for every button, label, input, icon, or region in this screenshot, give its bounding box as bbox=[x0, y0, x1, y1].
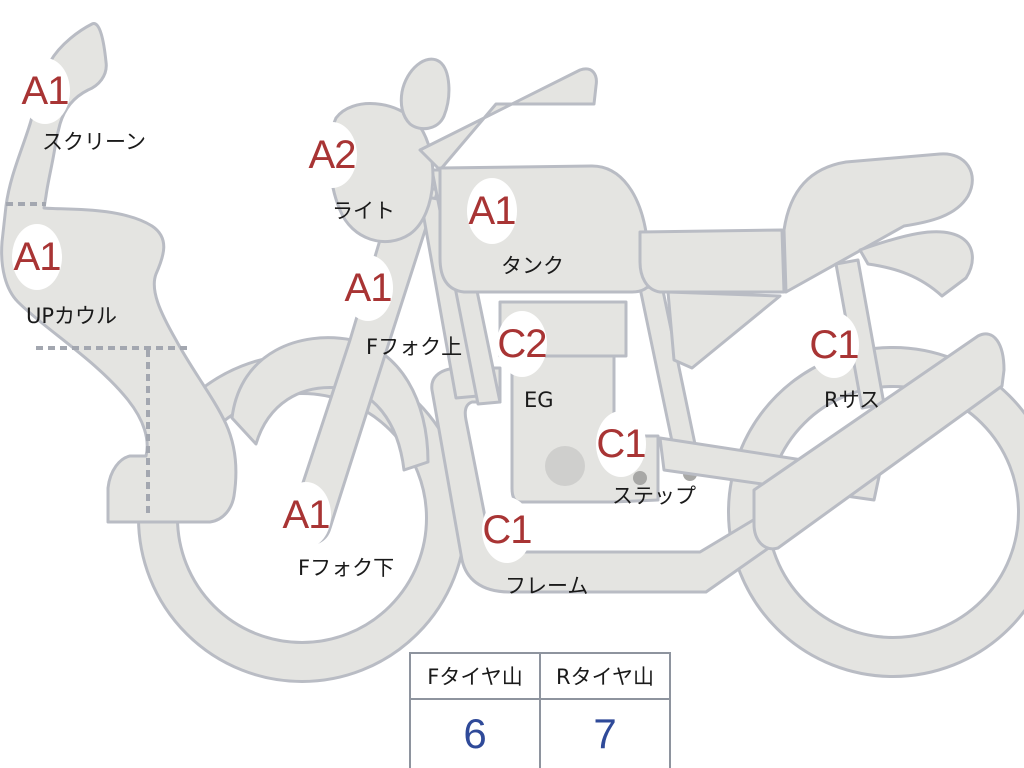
seat-front bbox=[638, 228, 786, 294]
tank-grade: A1 bbox=[467, 178, 517, 244]
front-tread-value: 6 bbox=[409, 698, 541, 768]
rear-tread-header: Rタイヤ山 bbox=[539, 652, 671, 700]
ffork-upper-label: Fフォク上 bbox=[366, 335, 463, 359]
light-grade: A2 bbox=[307, 122, 357, 188]
tread-value-row: 6 7 bbox=[409, 698, 671, 768]
seat-rear bbox=[782, 152, 974, 294]
tread-header-row: Fタイヤ山 Rタイヤ山 bbox=[409, 652, 671, 700]
tank-label: タンク bbox=[501, 254, 564, 278]
frame-grade: C1 bbox=[482, 497, 533, 563]
muffler bbox=[752, 332, 1006, 551]
rear-tread-value: 7 bbox=[539, 698, 671, 768]
engine-grade: C2 bbox=[497, 311, 548, 377]
screen-label: スクリーン bbox=[42, 130, 146, 154]
handlebar bbox=[418, 67, 598, 172]
upcowl-label: UPカウル bbox=[26, 304, 118, 328]
mirror bbox=[399, 57, 451, 131]
tire-tread-table: Fタイヤ山 Rタイヤ山 6 7 bbox=[409, 652, 671, 768]
frame-label: フレーム bbox=[505, 574, 589, 598]
rsus-label: Rサス bbox=[824, 388, 881, 412]
screen-grade: A1 bbox=[20, 58, 70, 124]
ffork-upper-grade: A1 bbox=[343, 255, 393, 321]
light-label: ライト bbox=[332, 199, 395, 223]
engine-cover bbox=[545, 446, 585, 486]
front-cowl bbox=[0, 22, 238, 524]
tail-fender bbox=[858, 230, 974, 298]
ffork-lower-grade: A1 bbox=[281, 482, 331, 548]
rear-wheel bbox=[727, 346, 1024, 678]
step-grade: C1 bbox=[596, 411, 647, 477]
rsus-grade: C1 bbox=[809, 312, 860, 378]
upcowl-grade: A1 bbox=[12, 224, 62, 290]
step-label: ステップ bbox=[612, 484, 696, 508]
footpeg-front bbox=[633, 471, 647, 485]
front-tread-header: Fタイヤ山 bbox=[409, 652, 541, 700]
engine-label: EG bbox=[524, 388, 554, 412]
tail-cowl bbox=[666, 290, 782, 370]
ffork-lower-label: Fフォク下 bbox=[298, 556, 395, 580]
